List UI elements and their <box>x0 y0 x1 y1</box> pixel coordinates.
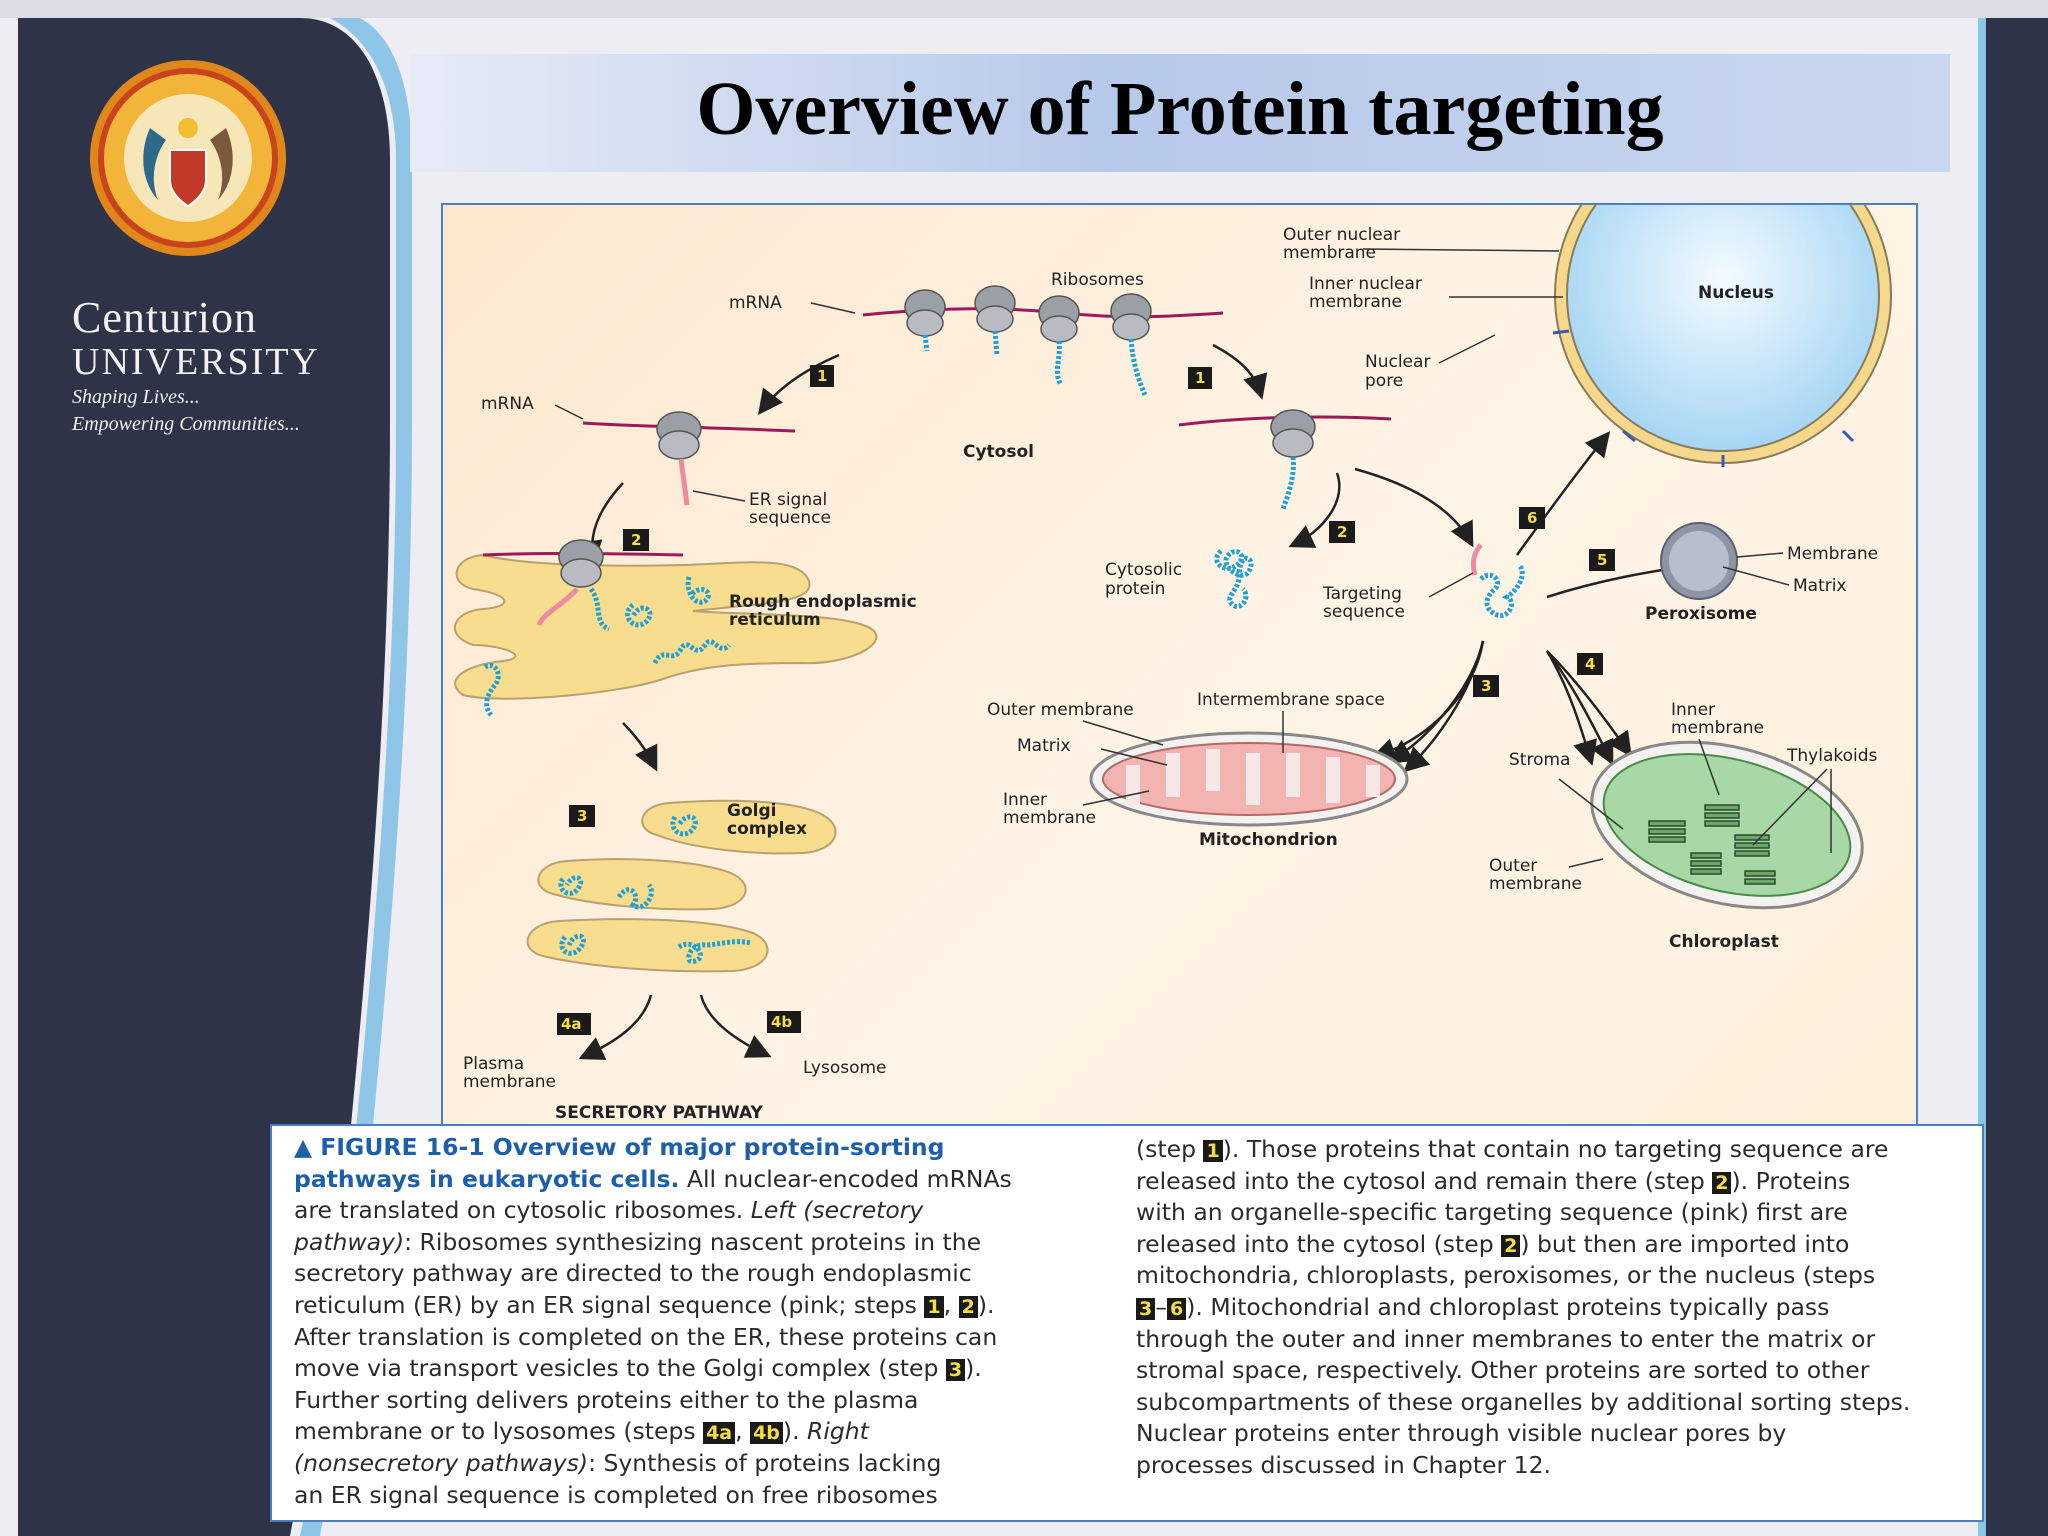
svg-text:1: 1 <box>1195 369 1205 387</box>
step-badge-2-left: 2 <box>623 529 649 551</box>
polysome <box>862 285 1224 396</box>
outer-nuclear-membrane-label-2: membrane <box>1283 243 1376 263</box>
mrna-label-left: mRNA <box>481 394 534 414</box>
plasma-membrane-label-2: membrane <box>463 1072 556 1092</box>
step-ref-3: 3 <box>945 1359 966 1382</box>
tagline-2: Empowering Communities... <box>72 413 300 435</box>
mito-inner-membrane-label-2: membrane <box>1003 808 1096 828</box>
nucleus-label: Nucleus <box>1698 283 1774 303</box>
step-badge-4b: 4b <box>767 1011 801 1033</box>
step-badge-3-left: 3 <box>569 805 595 827</box>
chloroplast-label: Chloroplast <box>1669 932 1779 952</box>
targeting-sequence-label-1: Targeting <box>1322 584 1402 604</box>
caption-heading: ▲ FIGURE 16-1 Overview of major protein-… <box>294 1133 945 1193</box>
svg-text:4b: 4b <box>771 1013 792 1031</box>
inner-nuclear-membrane-label-2: membrane <box>1309 292 1402 312</box>
mito-inner-membrane-label-1: Inner <box>1003 790 1047 810</box>
figure-caption: ▲ FIGURE 16-1 Overview of major protein-… <box>270 1124 1984 1522</box>
nuclear-pore-label-2: pore <box>1365 371 1403 391</box>
step-ref-2: 2 <box>958 1295 978 1318</box>
step-badge-4: 4 <box>1577 653 1603 675</box>
chl-outer-membrane-label-2: membrane <box>1489 874 1582 894</box>
tagline-1: Shaping Lives... <box>72 386 200 408</box>
svg-text:6: 6 <box>1527 509 1537 527</box>
golgi-complex <box>526 799 837 973</box>
mrna-label-top: mRNA <box>729 293 782 313</box>
golgi-label-1: Golgi <box>727 801 776 821</box>
chl-inner-membrane-label-2: membrane <box>1671 718 1764 738</box>
step-ref-2: 2 <box>1712 1171 1732 1194</box>
nucleus-diagram <box>1552 205 1892 467</box>
step-badge-5: 5 <box>1589 549 1615 571</box>
figure-panel: Nucleus Outer nuclear membrane Inner nuc… <box>441 203 1918 1127</box>
svg-text:4a: 4a <box>561 1015 582 1033</box>
chloroplast-glyph <box>1590 740 1864 910</box>
caption-left-column: ▲ FIGURE 16-1 Overview of major protein-… <box>294 1133 1012 1509</box>
step-badge-3-right: 3 <box>1473 675 1499 697</box>
cytosolic-protein-label-1: Cytosolic <box>1105 560 1182 580</box>
peroxisome-membrane-label: Membrane <box>1787 544 1878 564</box>
secretory-pathway-label: SECRETORY PATHWAY <box>555 1103 764 1123</box>
er-signal-label-1: ER signal <box>749 490 827 510</box>
mitochondrion-glyph <box>1089 731 1409 827</box>
mito-outer-membrane-label: Outer membrane <box>987 700 1134 720</box>
step-ref-4b: 4b <box>750 1422 783 1445</box>
stroma-label: Stroma <box>1509 750 1570 770</box>
cytosolic-protein-label-2: protein <box>1105 579 1165 599</box>
svg-text:1: 1 <box>817 367 827 385</box>
svg-text:2: 2 <box>631 531 641 549</box>
step-ref-4a: 4a <box>703 1422 736 1445</box>
svg-text:3: 3 <box>1481 677 1491 695</box>
svg-text:5: 5 <box>1597 551 1607 569</box>
step-badge-2-right: 2 <box>1329 521 1355 543</box>
rough-er-label-2: reticulum <box>729 610 821 630</box>
targeting-sequence-label-2: sequence <box>1323 602 1405 622</box>
svg-text:4: 4 <box>1585 655 1595 673</box>
mitochondrion-label: Mitochondrion <box>1199 830 1338 850</box>
thylakoids-label: Thylakoids <box>1786 746 1878 766</box>
step-ref-6: 6 <box>1166 1297 1187 1320</box>
step-badge-4a: 4a <box>557 1013 591 1035</box>
step-ref-1: 1 <box>1203 1140 1223 1162</box>
university-subtitle: UNIVERSITY <box>72 341 320 383</box>
lysosome-label: Lysosome <box>803 1058 887 1078</box>
rough-er-label-1: Rough endoplasmic <box>729 592 917 612</box>
step-badge-1-right: 1 <box>1188 367 1212 389</box>
nuclear-pore-label-1: Nuclear <box>1365 352 1430 372</box>
mito-intermembrane-label: Intermembrane space <box>1197 690 1385 710</box>
er-signal-label-2: sequence <box>749 508 831 528</box>
title-band <box>410 54 1950 172</box>
rough-er <box>453 539 878 717</box>
step-ref-2: 2 <box>1501 1234 1521 1257</box>
plasma-membrane-label-1: Plasma <box>463 1054 524 1074</box>
caption-right-column: (step 1). Those proteins that contain no… <box>1136 1135 1911 1479</box>
step-badge-1-left: 1 <box>810 365 834 387</box>
chl-inner-membrane-label-1: Inner <box>1671 700 1715 720</box>
chl-outer-membrane-label-1: Outer <box>1489 856 1537 876</box>
ribosomes-label: Ribosomes <box>1051 270 1144 290</box>
targeted-protein-glyph <box>1479 563 1525 619</box>
inner-nuclear-membrane-label-1: Inner nuclear <box>1309 274 1422 294</box>
protein-targeting-diagram: Nucleus Outer nuclear membrane Inner nuc… <box>453 205 1892 1123</box>
peroxisome-label: Peroxisome <box>1645 604 1757 624</box>
university-logo <box>90 60 286 256</box>
step-ref-1: 1 <box>924 1295 944 1318</box>
mito-matrix-label: Matrix <box>1017 736 1071 756</box>
step-ref-3: 3 <box>1136 1297 1156 1320</box>
university-name: Centurion <box>72 293 257 342</box>
golgi-label-2: complex <box>727 819 807 839</box>
svg-text:3: 3 <box>577 807 587 825</box>
outer-nuclear-membrane-label-1: Outer nuclear <box>1283 225 1400 245</box>
peroxisome-matrix-label: Matrix <box>1793 576 1847 596</box>
step-badge-6: 6 <box>1519 507 1545 529</box>
cytosolic-protein-glyph <box>1214 549 1254 609</box>
slide-title: Overview of Protein targeting <box>696 67 1664 151</box>
svg-text:2: 2 <box>1337 523 1347 541</box>
cytosol-label: Cytosol <box>963 442 1034 462</box>
